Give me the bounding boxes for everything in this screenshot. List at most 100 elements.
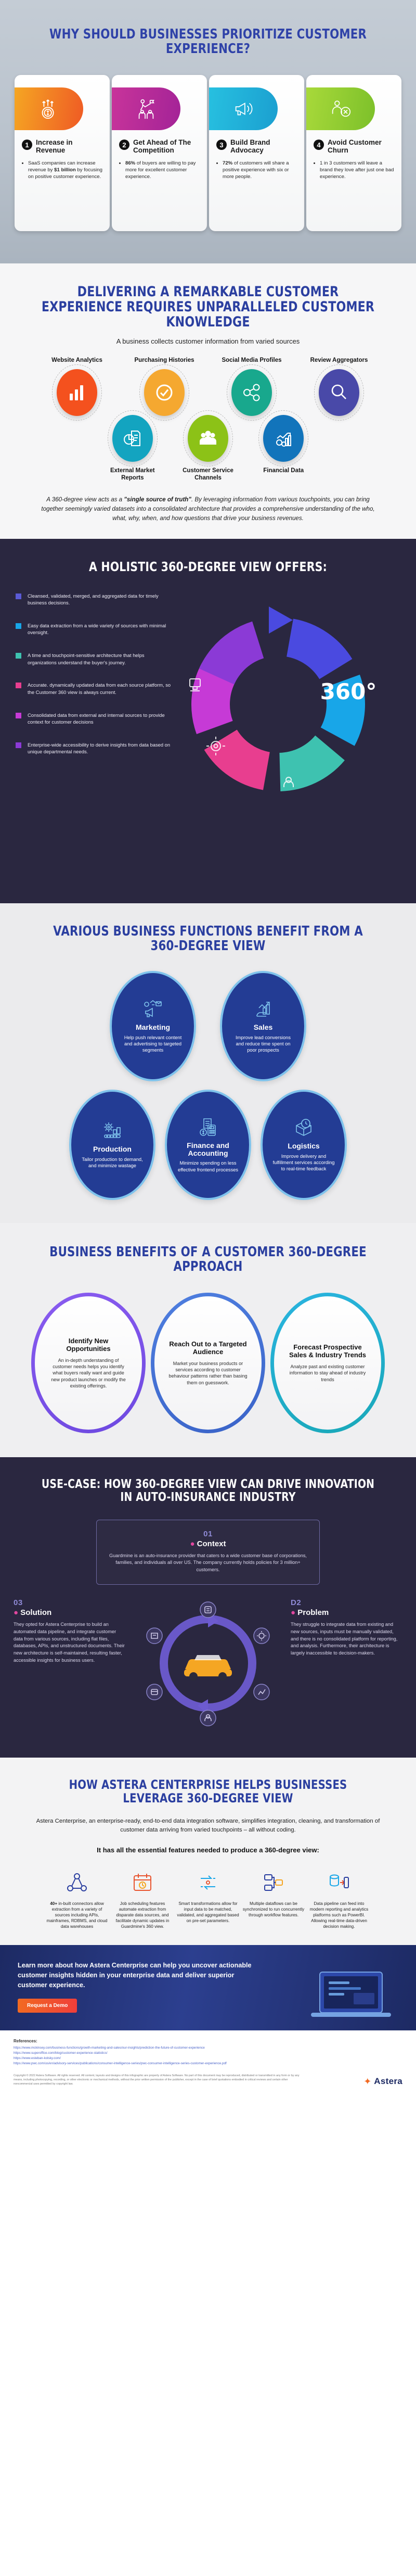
source-label: Website Analytics (51, 357, 102, 363)
bullet-square-icon (16, 653, 21, 659)
solution-heading: ● Solution (14, 1608, 125, 1617)
team-summit-flag-icon (112, 87, 180, 131)
spacer (24, 410, 90, 482)
quote-after: . By leveraging information from various… (41, 496, 375, 522)
source-label: Financial Data (263, 467, 304, 474)
network-users-icon (227, 364, 277, 421)
source-review-aggregators: Review Aggregators (300, 357, 378, 421)
quote-bold: "single source of truth" (124, 496, 191, 503)
function-desc: Minimize spending on less effective fron… (177, 1160, 239, 1172)
benefit-card-1-number: 1 (22, 140, 32, 150)
benefit-card-list: 1 Increase in Revenue SaaS companies can… (0, 75, 416, 232)
analytics-gear-icon (258, 410, 309, 466)
solution-text: They opted for Astera Centerprise to bui… (14, 1621, 125, 1663)
function-name: Marketing (135, 1023, 171, 1032)
cta-banner: Learn more about how Astera Centerprise … (0, 1945, 416, 2030)
job-scheduling-icon (111, 1867, 174, 1898)
astera-mark-icon: ✦ (363, 2076, 372, 2087)
use-case-context-box: 01 ● Context Guardmine is an auto-insura… (96, 1519, 320, 1585)
source-purchasing-histories: Purchasing Histories (125, 357, 203, 421)
benefit-card-1-title: Increase in Revenue (36, 138, 73, 155)
benefit-desc: Analyze past and existing customer infor… (289, 1364, 366, 1382)
benefit-card-4: 4 Avoid Customer Churn 1 in 3 customers … (306, 75, 401, 232)
benefit-title: Identify New Opportunities (66, 1336, 111, 1353)
benefit-card-4-head: 4 Avoid Customer Churn (306, 130, 401, 154)
problem-heading: ● Problem (291, 1608, 402, 1617)
benefit-forecast-sales-trends: Forecast Prospective Sales & Industry Tr… (270, 1292, 385, 1433)
request-demo-button[interactable]: Request a Demo (18, 1998, 77, 2013)
section2-subtitle: A business collects customer information… (116, 337, 300, 345)
benefit-desc: An in-depth understanding of customer ne… (51, 1357, 126, 1388)
function-name: Finance and Accounting (187, 1141, 229, 1157)
benefit-card-2-head: 2 Get Ahead of The Competition (112, 130, 207, 154)
check-circle-icon (139, 364, 189, 421)
benefit-card-3: 3 Build Brand Advocacy 72% of customers … (209, 75, 304, 232)
section3-title: A HOLISTIC 360-DEGREE VIEW OFFERS: (89, 559, 327, 574)
feature-text: Smart transformations allow for input da… (177, 1901, 239, 1924)
calculator-invoice-icon (200, 1118, 216, 1136)
section-business-functions: VARIOUS BUSINESS FUNCTIONS BENEFIT FROM … (0, 903, 416, 1223)
benefit-card-1: 1 Increase in Revenue SaaS companies can… (15, 75, 110, 232)
benefit-card-3-title: Build Brand Advocacy (230, 138, 270, 155)
section-why-prioritize-cx: WHY SHOULD BUSINESSES PRIORITIZE CUSTOME… (0, 0, 416, 264)
feature-job-scheduling: Job scheduling features automate extract… (111, 1867, 174, 1929)
functions-row-bottom: Production Tailor production to demand, … (0, 1089, 416, 1200)
report-piechart-icon (107, 410, 158, 466)
cta-headline: Learn more about how Astera Centerprise … (18, 1962, 252, 1989)
quote-before: A 360-degree view acts as a (46, 496, 124, 503)
bullet-text: Consolidated data from external and inte… (28, 712, 165, 725)
problem-heading-text: Problem (297, 1608, 329, 1617)
benefit-card-4-number: 4 (314, 140, 324, 150)
function-desc: Help push relevant content and advertisi… (124, 1034, 182, 1053)
context-heading-text: Context (197, 1539, 226, 1548)
function-name: Production (93, 1145, 132, 1154)
reference-link[interactable]: https://www.mckinsey.com/business-functi… (14, 2045, 205, 2050)
transformations-icon (177, 1867, 239, 1898)
function-name: Logistics (288, 1142, 320, 1151)
source-label: Social Media Profiles (222, 357, 282, 363)
list-item: Consolidated data from external and inte… (16, 712, 172, 726)
donut-svg: 360° (189, 606, 376, 791)
section-business-benefits: BUSINESS BENEFITS OF A CUSTOMER 360-DEGR… (0, 1222, 416, 1457)
bullet-square-icon (16, 683, 21, 689)
benefit-identify-new-opportunities: Identify New Opportunities An in-depth u… (31, 1292, 146, 1433)
astera-logo: ✦ Astera (363, 2076, 402, 2087)
reference-link[interactable]: https://www.esteban-kolsky.com/ (14, 2056, 61, 2061)
source-label: Review Aggregators (310, 357, 368, 363)
function-sales: Sales Improve lead conversions and reduc… (220, 970, 306, 1081)
function-desc: Tailor production to demand, and minimiz… (82, 1156, 143, 1168)
reference-link[interactable]: https://www.superoffice.com/blog/custome… (14, 2051, 108, 2055)
bullet-text: A time and touchpoint-sensitive architec… (28, 652, 145, 665)
feature-connectors: 40+ in-built connectors allow extraction… (46, 1867, 108, 1929)
benefit-card-2-bullets: 86% of buyers are willing to pay more fo… (112, 154, 207, 193)
feature-body: in-built connectors allow extraction fro… (46, 1901, 108, 1929)
feature-data-pipeline: Data pipeline can feed into modern repor… (308, 1867, 370, 1929)
spacer (326, 410, 392, 482)
functions-row-top: Marketing Help push relevant content and… (0, 970, 416, 1081)
reference-link[interactable]: https://www.pwc.com/us/en/advisory-servi… (14, 2062, 227, 2066)
section5-title: BUSINESS BENEFITS OF A CUSTOMER 360-DEGR… (49, 1244, 367, 1274)
problem-text: They struggle to integrate data from exi… (291, 1621, 398, 1656)
context-step: 01 (203, 1529, 213, 1538)
bullet-dot-icon: ● (291, 1608, 296, 1617)
function-name: Sales (253, 1023, 273, 1032)
list-item: Easy data extraction from a wide variety… (16, 622, 172, 636)
car-cycle-svg (146, 1601, 270, 1726)
bullet-dot-icon: ● (14, 1608, 19, 1617)
section1-title: WHY SHOULD BUSINESSES PRIORITIZE CUSTOME… (49, 27, 367, 57)
list-item: 1 in 3 customers will leave a brand they… (320, 160, 394, 180)
references-heading: References: (14, 2038, 37, 2043)
benefit-desc: Market your business products or service… (168, 1360, 248, 1385)
section7-paragraph: Astera Centerprise, an enterprise-ready,… (36, 1817, 380, 1833)
benefit-card-1-bullets: SaaS companies can increase revenue by $… (15, 154, 110, 193)
section-customer-knowledge: DELIVERING A REMARKABLE CUSTOMER EXPERIE… (0, 263, 416, 539)
feature-text: Job scheduling features automate extract… (115, 1901, 170, 1929)
feature-bold: 40+ (50, 1901, 58, 1906)
source-label: Purchasing Histories (134, 357, 194, 363)
source-website-analytics: Website Analytics (38, 357, 116, 421)
gear-factory-icon (104, 1122, 121, 1139)
bullet-text: Easy data extraction from a wide variety… (28, 622, 166, 636)
feature-text: Data pipeline can feed into modern repor… (309, 1901, 369, 1929)
list-item: Accurate. dynamically updated data from … (16, 681, 172, 696)
bullet-square-icon (16, 593, 21, 599)
